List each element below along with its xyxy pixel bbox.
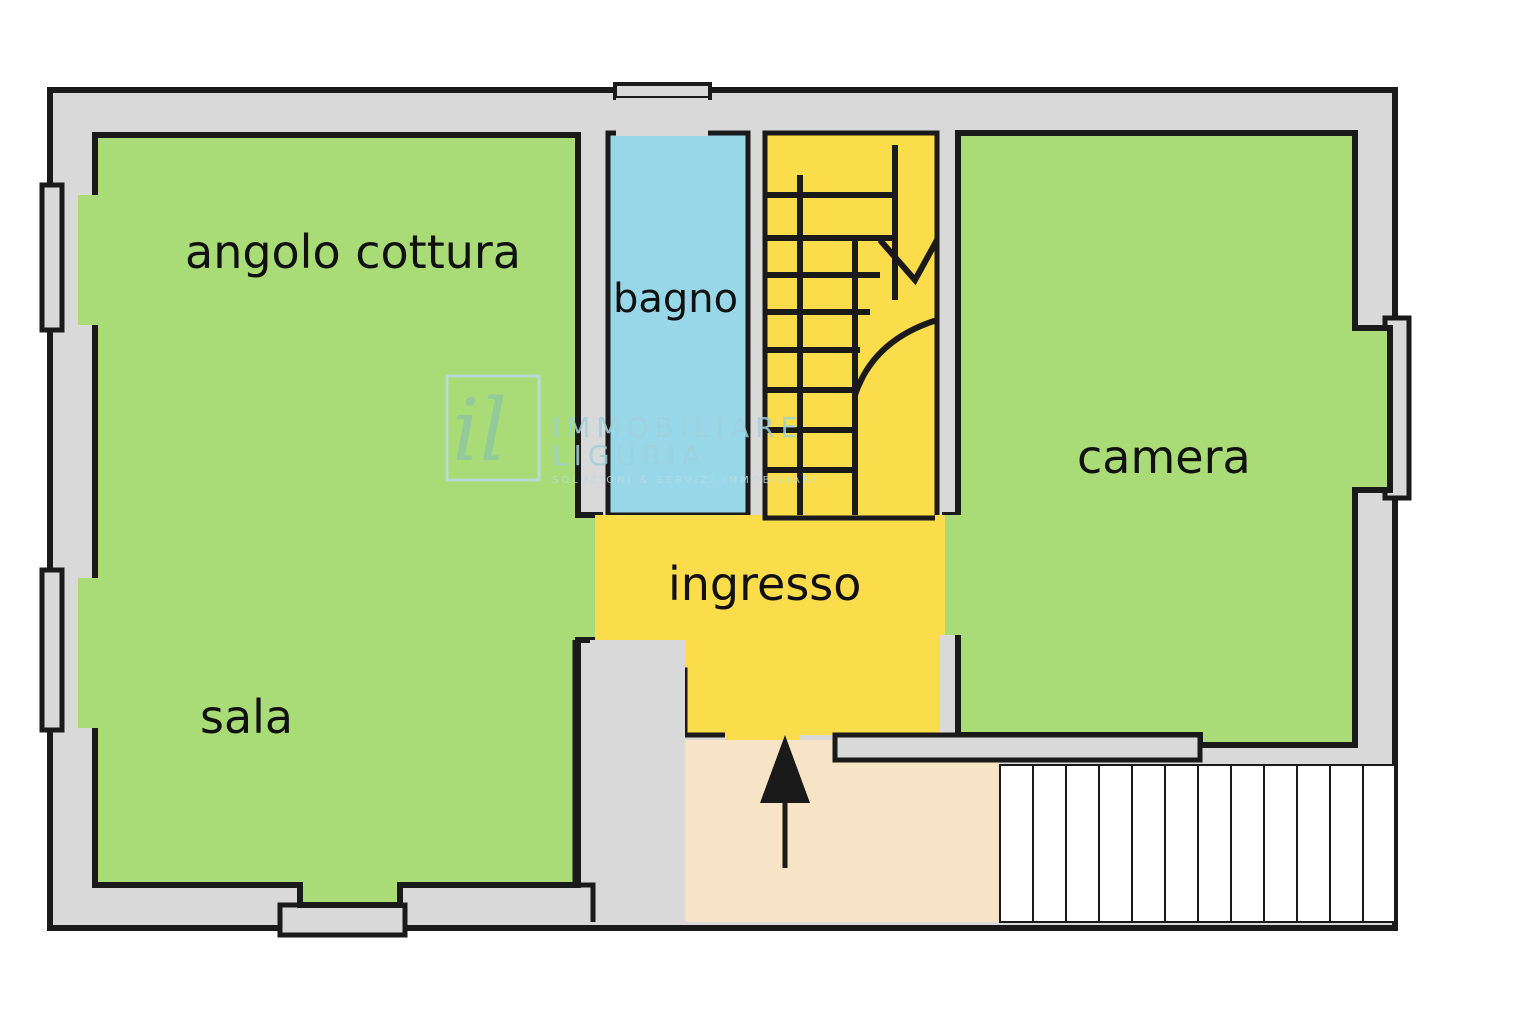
watermark-tagline: SOLUZIONI & SERVIZI IMMOBILIARI <box>552 475 819 486</box>
watermark-line2: LIGURIA <box>552 439 707 472</box>
arrow-up-icon <box>760 735 810 868</box>
staircase-icon <box>762 130 940 521</box>
porch <box>685 740 1000 922</box>
exterior-steps-icon <box>999 764 1396 923</box>
room-label-kitchen: angolo cottura <box>185 225 521 279</box>
room-label-living: sala <box>200 690 293 744</box>
room-label-entrance: ingresso <box>668 557 861 611</box>
watermark-logo: il IMMOBILIARE LIGURIA SOLUZIONI & SERVI… <box>445 374 819 486</box>
watermark-monogram: il <box>452 381 507 481</box>
watermark-line1: IMMOBILIARE <box>552 411 804 444</box>
room-label-bedroom: camera <box>1077 430 1251 484</box>
room-label-bathroom: bagno <box>613 276 738 322</box>
